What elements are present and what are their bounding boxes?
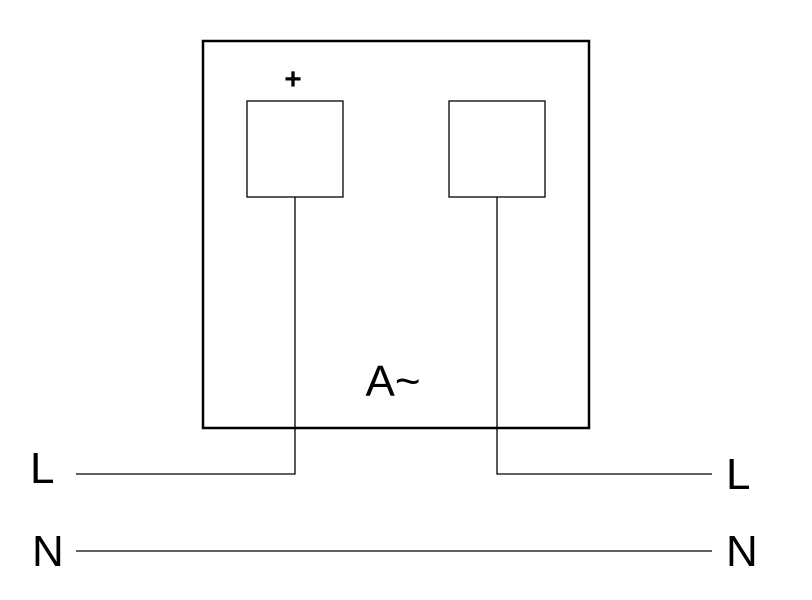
terminal-right [448, 100, 546, 198]
terminal-left [246, 100, 344, 198]
neutral-right-label: N [726, 527, 758, 576]
line-right-label: L [726, 450, 750, 499]
right-terminal-lead [496, 197, 712, 475]
neutral-left-label: N [32, 527, 64, 576]
device-symbol-label: A~ [365, 357, 420, 406]
device-housing [201, 39, 591, 430]
left-terminal-lead [76, 197, 296, 475]
terminal-left-polarity-label: + [284, 63, 302, 96]
line-left-label: L [30, 444, 54, 493]
